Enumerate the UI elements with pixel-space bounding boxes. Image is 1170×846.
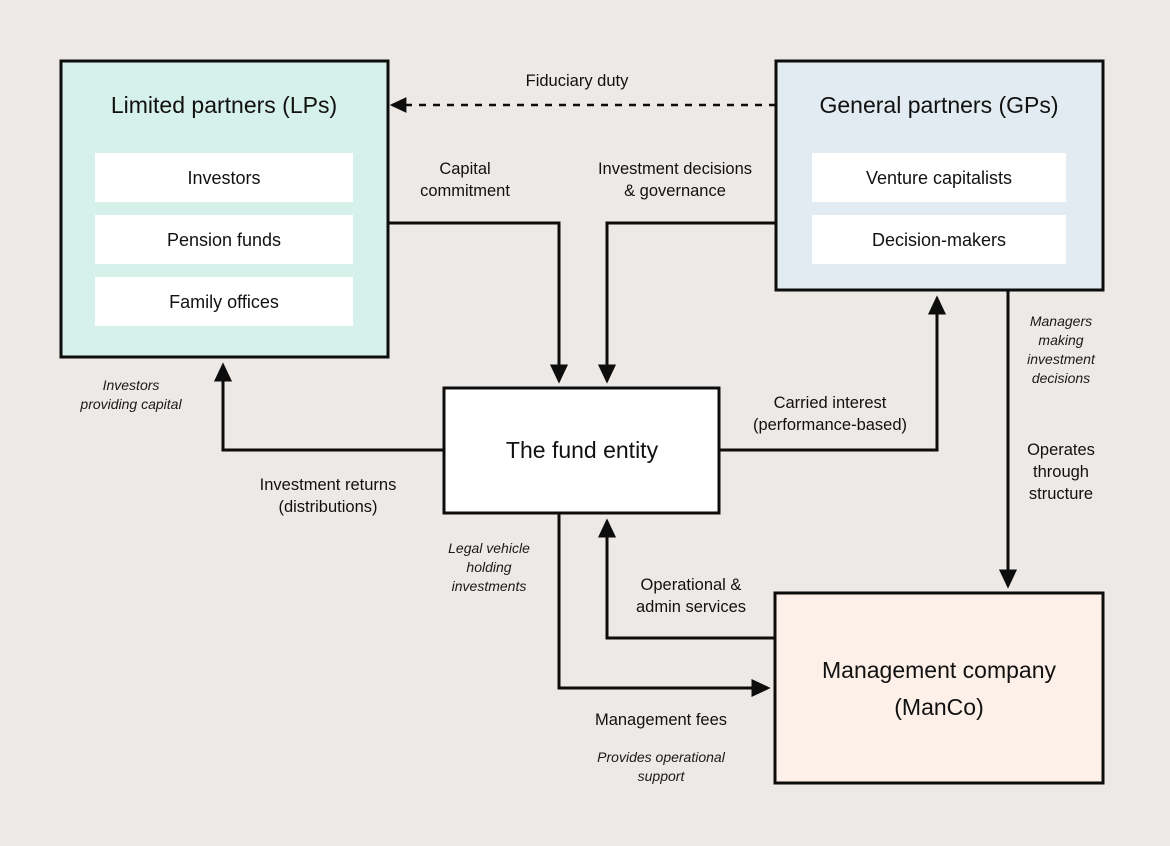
label-carried-interest-line2: (performance-based) [753, 416, 907, 434]
lp-item-1-box[interactable] [95, 215, 353, 264]
note-managers-decisions-line1: Managers [1030, 313, 1092, 329]
node-management-company[interactable]: Management company (ManCo) [773, 591, 1105, 785]
label-operates-structure-line1: Operates [1027, 441, 1095, 459]
label-operational-admin-line2: admin services [636, 598, 746, 616]
general-partners-title: General partners (GPs) [819, 92, 1058, 118]
fund-entity-title: The fund entity [506, 437, 659, 463]
label-investment-decisions-line1: Investment decisions [598, 160, 752, 178]
note-management-fees-line1: Provides operational [597, 749, 726, 765]
label-investment-returns-line2: (distributions) [278, 498, 377, 516]
label-fiduciary-duty: Fiduciary duty [526, 72, 629, 90]
label-investment-returns-line1: Investment returns [260, 476, 397, 494]
node-limited-partners[interactable]: Limited partners (LPs) Investors Pension… [59, 59, 390, 359]
node-fund-entity[interactable]: The fund entity [442, 386, 721, 515]
note-managers-decisions-line4: decisions [1032, 370, 1090, 386]
label-capital-commitment-line1: Capital [439, 160, 490, 178]
lp-item-0-box[interactable] [95, 153, 353, 202]
label-investment-decisions-line2: & governance [624, 182, 726, 200]
note-management-fees-line2: support [638, 768, 686, 784]
lp-item-2-label: Family offices [169, 292, 279, 312]
management-company-box[interactable] [773, 591, 1105, 785]
note-legal-vehicle-line3: investments [452, 578, 527, 594]
edge-investment-returns [213, 362, 444, 452]
gp-item-0-label: Venture capitalists [866, 168, 1012, 188]
edge-management-fees [557, 513, 771, 698]
limited-partners-title: Limited partners (LPs) [111, 92, 337, 118]
edge-operational-admin-services [597, 518, 775, 640]
note-legal-vehicle-line1: Legal vehicle [448, 540, 530, 556]
fund-entity-box[interactable] [442, 386, 721, 515]
label-management-fees: Management fees [595, 711, 727, 729]
edge-carried-interest [719, 295, 947, 452]
lp-item-1-label: Pension funds [167, 230, 281, 250]
edge-capital-commitment [388, 221, 569, 384]
label-operates-structure-line2: through [1033, 463, 1089, 481]
note-managers-decisions-line2: making [1038, 332, 1083, 348]
management-company-title-line1: Management company [822, 657, 1056, 683]
note-investors-providing-capital-line1: Investors [103, 377, 160, 393]
lp-item-2-box[interactable] [95, 277, 353, 326]
note-investors-providing-capital-line2: providing capital [79, 396, 182, 412]
gp-item-1-label: Decision-makers [872, 230, 1006, 250]
node-general-partners[interactable]: General partners (GPs) Venture capitalis… [774, 59, 1105, 292]
label-operational-admin-line1: Operational & [641, 576, 742, 594]
management-company-title-line2: (ManCo) [894, 694, 983, 720]
edge-investment-decisions [597, 221, 776, 384]
lp-item-0-label: Investors [187, 168, 260, 188]
label-operates-structure-line3: structure [1029, 485, 1093, 503]
label-capital-commitment-line2: commitment [420, 182, 510, 200]
note-legal-vehicle-line2: holding [466, 559, 511, 575]
gp-item-0-box[interactable] [812, 153, 1066, 202]
gp-item-1-box[interactable] [812, 215, 1066, 264]
label-carried-interest-line1: Carried interest [774, 394, 887, 412]
note-managers-decisions-line3: investment [1027, 351, 1096, 367]
